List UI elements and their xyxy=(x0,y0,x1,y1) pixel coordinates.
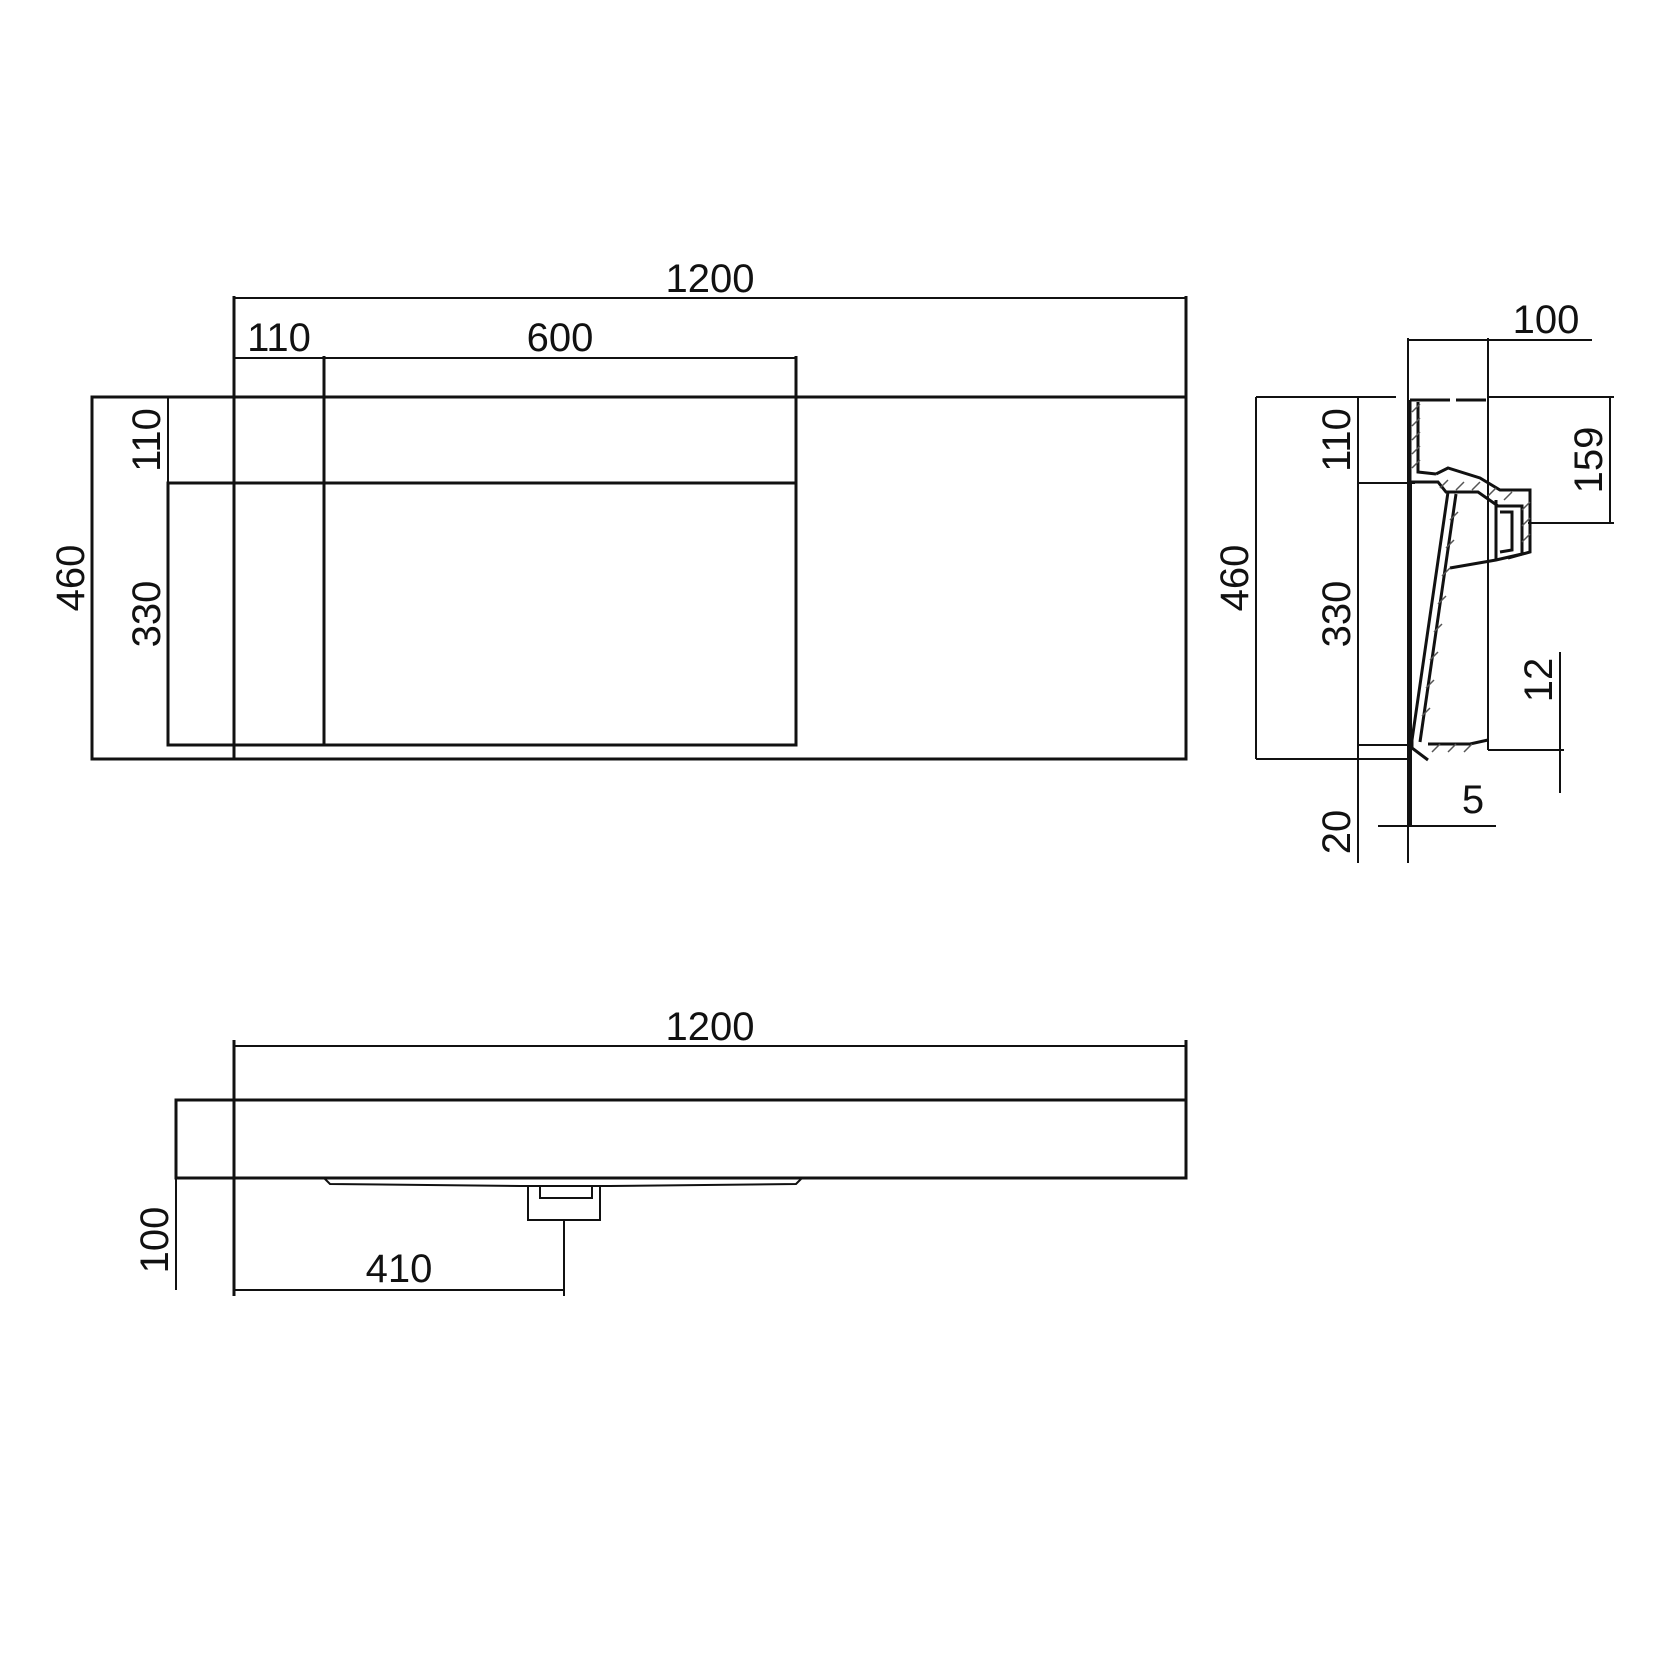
dim-110v-label: 110 xyxy=(125,408,169,472)
dim-1200-label: 1200 xyxy=(666,257,755,301)
dim-110-label: 110 xyxy=(247,316,311,360)
side-dim-110-label: 110 xyxy=(1315,408,1359,472)
dim-460-label: 460 xyxy=(49,545,93,612)
basin-section-profile xyxy=(1408,398,1532,762)
front-dim-100-label: 100 xyxy=(133,1207,177,1274)
basin-outline xyxy=(166,481,798,747)
side-section-view: 460 110 330 100 159 12 5 20 xyxy=(1213,298,1614,863)
countertop-outline xyxy=(90,395,1188,761)
side-dim-100-label: 100 xyxy=(1513,298,1580,342)
plan-view: 1200 110 600 460 110 330 xyxy=(49,257,1188,761)
drain-fitting xyxy=(520,1185,610,1221)
front-dim-410-label: 410 xyxy=(366,1247,433,1291)
side-dim-460-label: 460 xyxy=(1213,545,1257,612)
dim-330-label: 330 xyxy=(125,581,169,648)
front-dim-1200-label: 1200 xyxy=(666,1005,755,1049)
dim-600-label: 600 xyxy=(527,316,594,360)
side-dim-330-label: 330 xyxy=(1315,581,1359,648)
basin-underside-profile xyxy=(323,1177,803,1187)
front-countertop-outline xyxy=(174,1098,1188,1180)
side-dim-12-label: 12 xyxy=(1517,658,1561,703)
side-dim-159-label: 159 xyxy=(1567,427,1611,494)
front-view: 1200 410 100 xyxy=(133,1005,1188,1296)
side-dim-20-label: 20 xyxy=(1315,810,1359,855)
side-dim-5-label: 5 xyxy=(1462,778,1484,822)
